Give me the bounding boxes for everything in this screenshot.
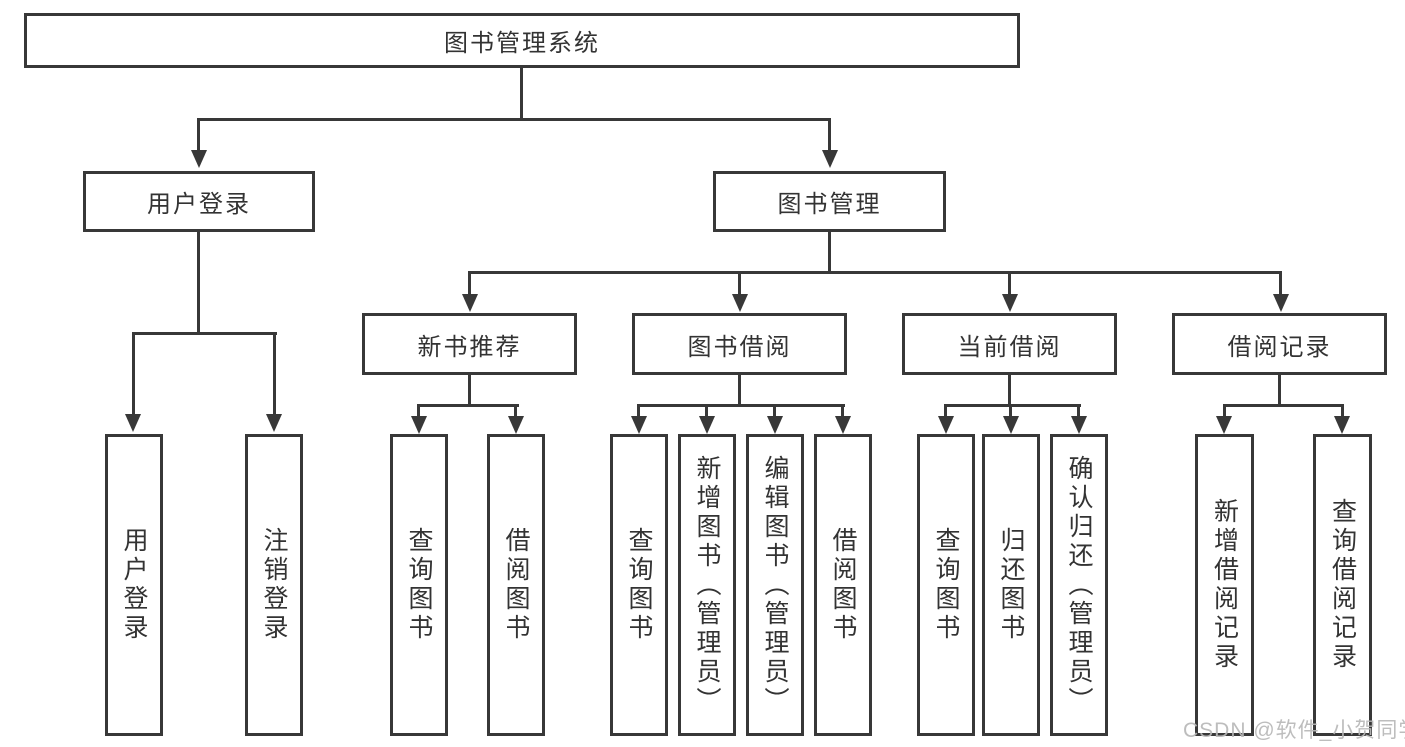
arrow-down-icon — [508, 416, 524, 434]
connector-borrowing-hbar — [637, 404, 845, 407]
connector-bookmgmt-hbar — [468, 271, 1282, 274]
node-label: 查询图书 — [932, 527, 960, 643]
leaf-edit-books-admin: 编辑图书（管理员） — [746, 434, 804, 736]
node-label: 借阅记录 — [1227, 333, 1332, 361]
leaf-query-books-current: 查询图书 — [917, 434, 975, 736]
node-label: 查询图书 — [405, 527, 433, 643]
arrow-down-icon — [411, 416, 427, 434]
node-label: 图书管理系统 — [444, 30, 600, 57]
csdn-watermark: CSDN @软件_小贺同学 — [1183, 719, 1405, 742]
connector-userlogin-stem — [197, 232, 200, 335]
node-label: 新增图书（管理员） — [693, 454, 721, 716]
arrow-down-icon — [835, 416, 851, 434]
connector-userlogin-drop-left — [132, 332, 135, 416]
connector-newbook-drop-2 — [514, 404, 517, 418]
connector-current-drop-2 — [1009, 404, 1012, 418]
leaf-add-books-admin: 新增图书（管理员） — [678, 434, 736, 736]
leaf-add-borrow-record: 新增借阅记录 — [1195, 434, 1254, 736]
arrow-down-icon — [1002, 294, 1018, 312]
node-book-management: 图书管理 — [713, 171, 946, 232]
node-borrowing-records: 借阅记录 — [1172, 313, 1387, 375]
connector-borrowing-drop-2 — [705, 404, 708, 418]
leaf-borrow-books-borrowing: 借阅图书 — [814, 434, 872, 736]
node-label: 新增借阅记录 — [1210, 498, 1239, 672]
leaf-query-borrow-record: 查询借阅记录 — [1313, 434, 1372, 736]
connector-root-drop-left — [197, 118, 200, 152]
connector-current-drop-3 — [1077, 404, 1080, 418]
connector-newbook-drop-1 — [417, 404, 420, 418]
connector-bookmgmt-drop-2 — [738, 271, 741, 297]
node-root-system: 图书管理系统 — [24, 13, 1020, 68]
node-label: 图书管理 — [777, 191, 882, 218]
node-label: 新书推荐 — [417, 333, 522, 361]
connector-bookmgmt-drop-4 — [1279, 271, 1282, 297]
arrow-down-icon — [699, 416, 715, 434]
node-label: 编辑图书（管理员） — [761, 454, 789, 716]
connector-current-hbar — [944, 404, 1081, 407]
arrow-down-icon — [266, 414, 282, 432]
connector-newbook-hbar — [417, 404, 519, 407]
node-label: 查询借阅记录 — [1328, 498, 1357, 672]
node-new-book-recommend: 新书推荐 — [362, 313, 577, 375]
node-label: 归还图书 — [997, 527, 1025, 643]
connector-borrowing-drop-4 — [841, 404, 844, 418]
node-book-borrowing: 图书借阅 — [632, 313, 847, 375]
arrow-down-icon — [822, 150, 838, 168]
leaf-query-books-borrowing: 查询图书 — [610, 434, 668, 736]
connector-current-stem — [1008, 375, 1011, 407]
arrow-down-icon — [631, 416, 647, 434]
connector-records-stem — [1278, 375, 1281, 407]
connector-root-drop-right — [828, 118, 831, 152]
node-label: 确认归还（管理员） — [1065, 454, 1093, 716]
connector-root-stem — [520, 68, 523, 121]
node-label: 用户登录 — [147, 191, 251, 218]
arrow-down-icon — [767, 416, 783, 434]
node-label: 借阅图书 — [502, 527, 530, 643]
node-label: 图书借阅 — [687, 333, 792, 361]
connector-current-drop-1 — [944, 404, 947, 418]
arrow-down-icon — [125, 414, 141, 432]
node-user-login: 用户登录 — [83, 171, 315, 232]
connector-borrowing-drop-1 — [637, 404, 640, 418]
arrow-down-icon — [1273, 294, 1289, 312]
arrow-down-icon — [1003, 416, 1019, 434]
leaf-confirm-return-admin: 确认归还（管理员） — [1050, 434, 1108, 736]
leaf-logout: 注销登录 — [245, 434, 303, 736]
node-label: 注销登录 — [260, 527, 288, 643]
connector-records-hbar — [1223, 404, 1344, 407]
node-label: 借阅图书 — [829, 527, 857, 643]
arrow-down-icon — [1216, 416, 1232, 434]
leaf-user-login: 用户登录 — [105, 434, 163, 736]
node-label: 当前借阅 — [957, 333, 1062, 361]
connector-borrowing-drop-3 — [773, 404, 776, 418]
connector-records-drop-1 — [1223, 404, 1226, 418]
connector-bookmgmt-drop-1 — [468, 271, 471, 297]
arrow-down-icon — [1334, 416, 1350, 434]
arrow-down-icon — [732, 294, 748, 312]
node-label: 用户登录 — [120, 527, 148, 643]
node-current-borrowing: 当前借阅 — [902, 313, 1117, 375]
arrow-down-icon — [1071, 416, 1087, 434]
leaf-borrow-books-newbook: 借阅图书 — [487, 434, 545, 736]
connector-records-drop-2 — [1341, 404, 1344, 418]
connector-newbook-stem — [468, 375, 471, 407]
leaf-query-books-newbook: 查询图书 — [390, 434, 448, 736]
node-label: 查询图书 — [625, 527, 653, 643]
connector-userlogin-hbar — [132, 332, 277, 335]
connector-userlogin-drop-right — [273, 332, 276, 416]
leaf-return-books: 归还图书 — [982, 434, 1040, 736]
arrow-down-icon — [938, 416, 954, 434]
connector-root-hbar — [197, 118, 831, 121]
arrow-down-icon — [191, 150, 207, 168]
connector-bookmgmt-stem — [828, 232, 831, 274]
arrow-down-icon — [462, 294, 478, 312]
connector-borrowing-stem — [738, 375, 741, 407]
connector-bookmgmt-drop-3 — [1008, 271, 1011, 297]
